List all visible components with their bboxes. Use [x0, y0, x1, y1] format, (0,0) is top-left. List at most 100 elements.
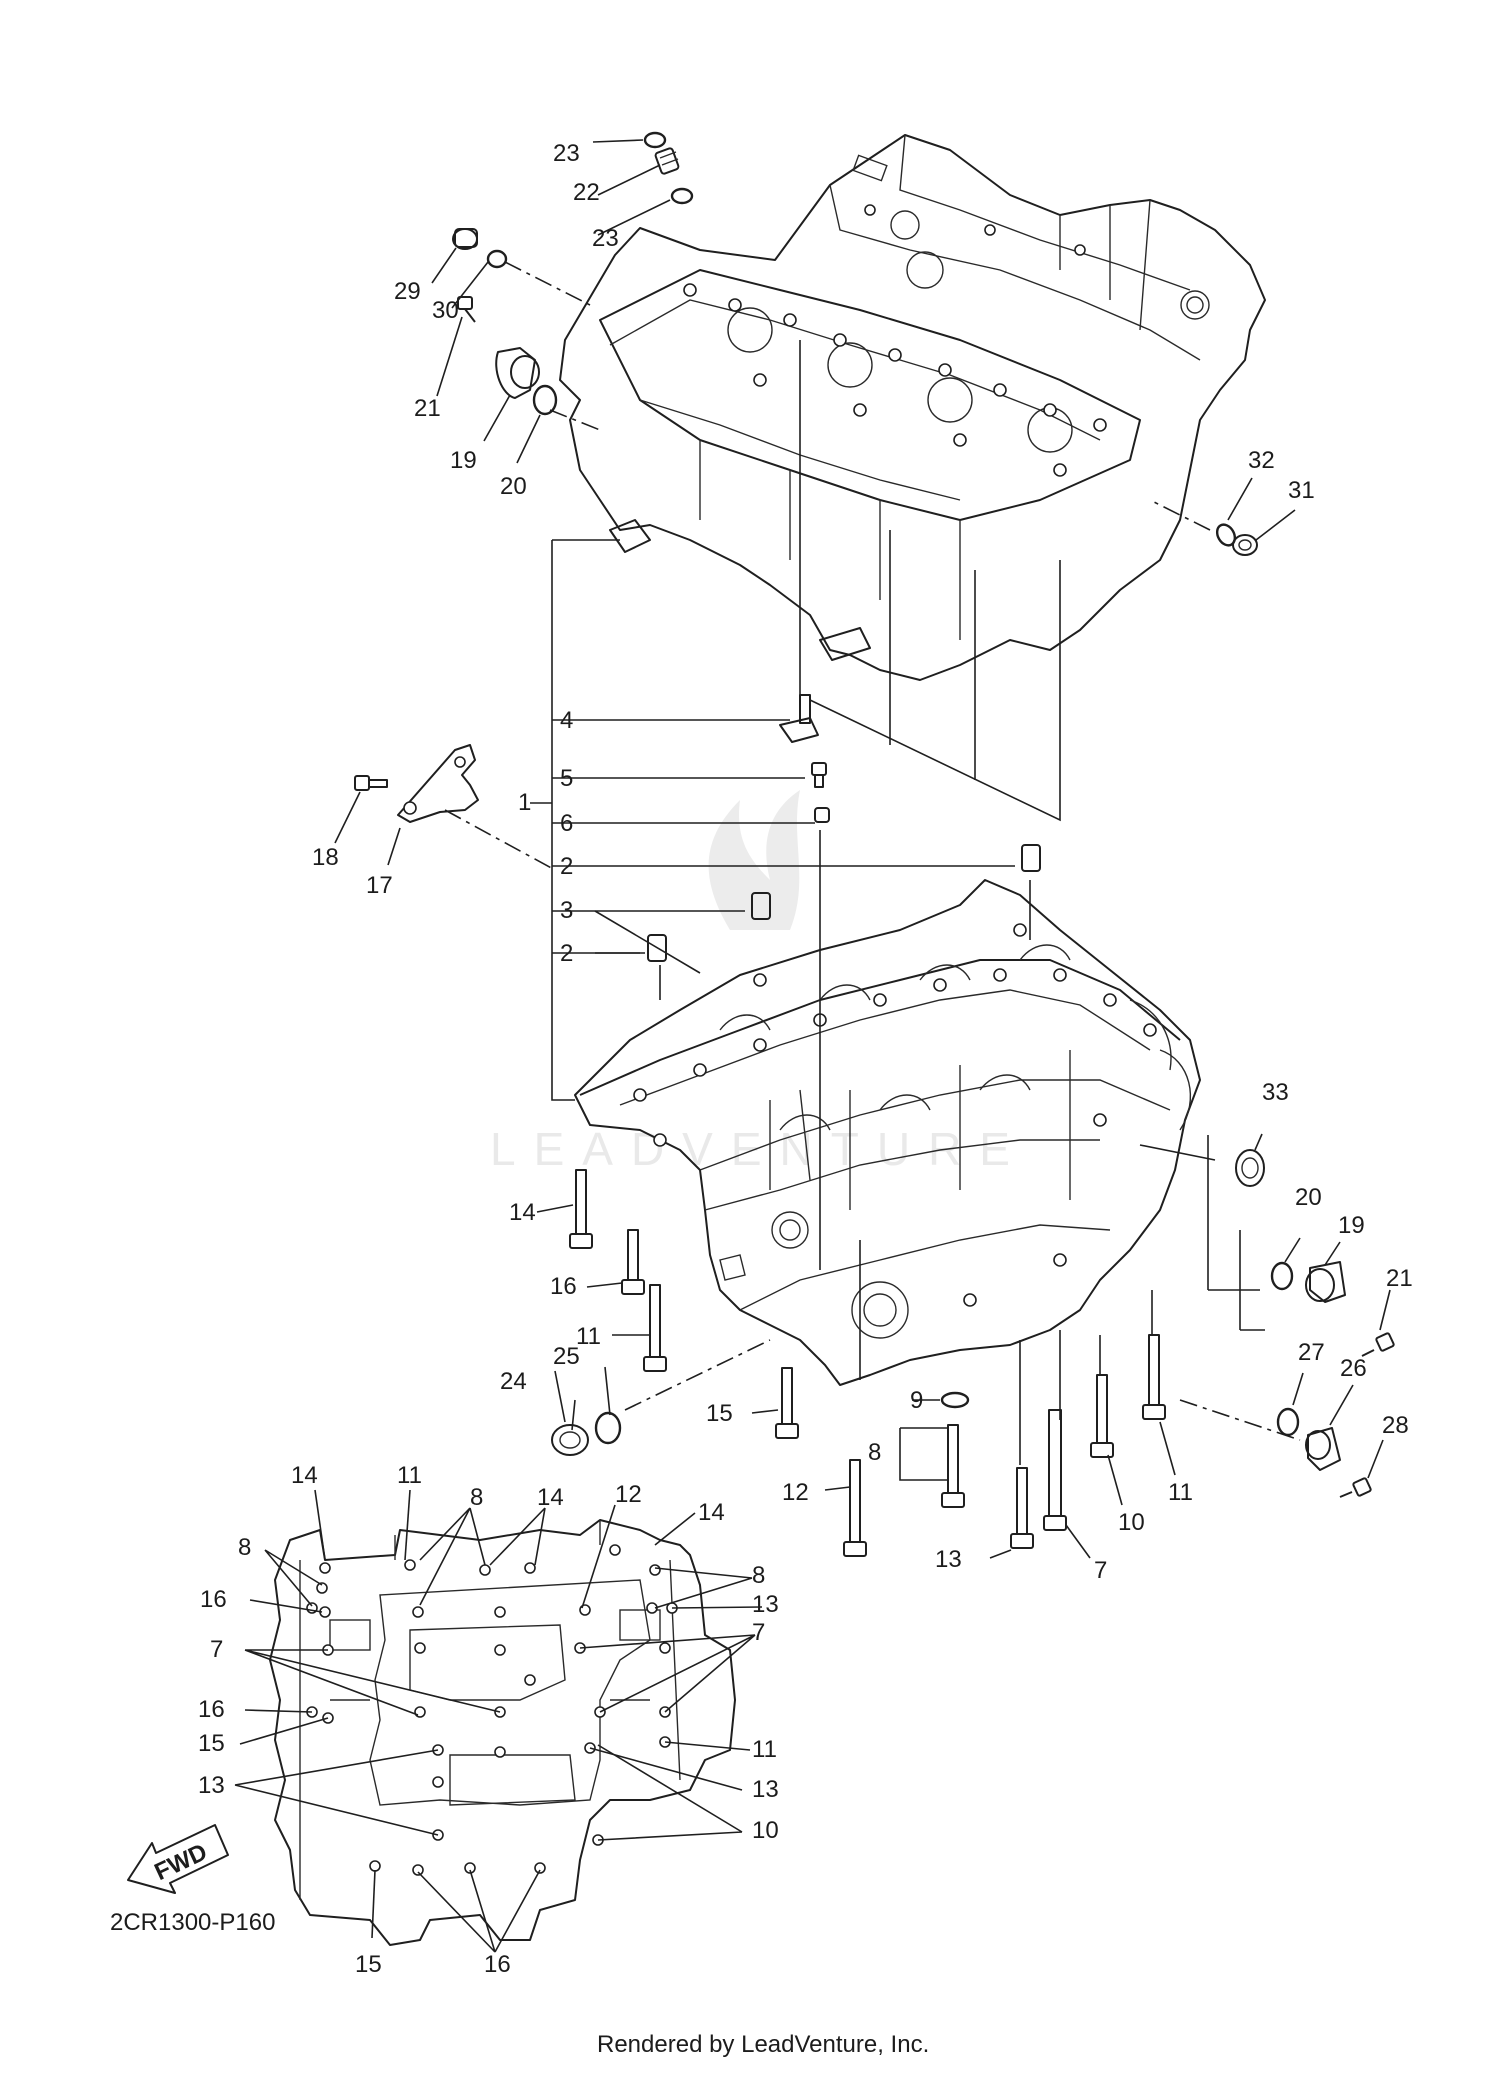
- inset-callout-10: 10: [752, 1817, 779, 1844]
- callout-2: 2: [560, 940, 573, 967]
- bolt-15: [775, 1367, 799, 1439]
- bottom-view-inset: [269, 1519, 736, 1946]
- callout-20: 20: [1295, 1184, 1322, 1211]
- fwd-label: FWD: [150, 1839, 211, 1887]
- bolt-13: [1010, 1467, 1034, 1549]
- fwd-arrow-icon: FWD: [127, 1824, 229, 1894]
- inset-callout-13: 13: [752, 1591, 779, 1618]
- callout-22: 22: [573, 179, 600, 206]
- callout-24: 24: [500, 1368, 527, 1395]
- callout-10: 10: [1118, 1509, 1145, 1536]
- callout-26: 26: [1340, 1355, 1367, 1382]
- callout-29: 29: [394, 278, 421, 305]
- callout-4: 4: [560, 707, 573, 734]
- callout-21: 21: [1386, 1265, 1413, 1292]
- callout-25: 25: [553, 1343, 580, 1370]
- bolt-5: [811, 762, 827, 788]
- callout-12: 12: [782, 1479, 809, 1506]
- jet-6: [814, 807, 830, 823]
- callouts: 23 22 23 29 30 21 19 20 32 31 4 5 1 6 2 …: [198, 140, 1413, 1978]
- upper-case-bolt-holes: [683, 204, 1107, 477]
- callout-8: 8: [868, 1439, 881, 1466]
- lower-bolts: [569, 1169, 1166, 1557]
- inset-callout-7: 7: [210, 1636, 223, 1663]
- callout-11: 11: [576, 1323, 601, 1350]
- inset-callout-14: 14: [698, 1499, 725, 1526]
- callout-3: 3: [560, 897, 573, 924]
- leader-lines: [334, 139, 1391, 1559]
- callout-32: 32: [1248, 447, 1275, 474]
- breather-4: [779, 694, 819, 743]
- o-ring-20-upper: [532, 384, 558, 416]
- callout-19: 19: [1338, 1212, 1365, 1239]
- callout-14: 14: [509, 1199, 536, 1226]
- plug-24: [551, 1424, 589, 1456]
- inset-callout-14: 14: [537, 1484, 564, 1511]
- cover-26: [1305, 1427, 1341, 1471]
- bolt-21-upper: [457, 296, 476, 323]
- callout-20: 20: [500, 473, 527, 500]
- footer-credit: Rendered by LeadVenture, Inc.: [597, 2031, 929, 2058]
- o-ring-23-top: [643, 131, 667, 149]
- bolt-21-lower: [1361, 1332, 1395, 1357]
- plug-22: [654, 147, 680, 175]
- bolt-12: [843, 1459, 867, 1557]
- watermark-logo: LEADVENTURE: [490, 790, 1028, 1175]
- o-ring-20-lower: [1270, 1261, 1294, 1291]
- plug-29: [452, 228, 478, 250]
- bracket-17: [397, 744, 479, 823]
- callout-7: 7: [1094, 1557, 1107, 1584]
- callout-9: 9: [910, 1387, 923, 1414]
- lower-case-bolt-holes: [633, 923, 1157, 1307]
- lower-crankcase: [574, 879, 1201, 1386]
- cover-19-upper: [495, 347, 540, 399]
- callout-17: 17: [366, 872, 393, 899]
- dowel-3: [751, 892, 771, 920]
- o-ring-9: [940, 1391, 970, 1409]
- callout-1: 1: [518, 789, 531, 816]
- inset-callout-16: 16: [200, 1586, 227, 1613]
- inset-leader-lines: [234, 1489, 763, 1953]
- upper-crankcase: [559, 134, 1266, 681]
- callout-15: 15: [706, 1400, 733, 1427]
- callout-21: 21: [414, 395, 441, 422]
- lower-case-parts: [551, 1149, 1395, 1498]
- seal-33: [1235, 1149, 1265, 1187]
- inset-callout-16: 16: [484, 1951, 511, 1978]
- bolt-14: [569, 1169, 593, 1249]
- inset-callout-16: 16: [198, 1696, 225, 1723]
- bolt-18: [354, 775, 388, 791]
- center-parts: [354, 694, 1041, 962]
- inset-callout-11: 11: [752, 1736, 777, 1763]
- watermark-text: LEADVENTURE: [490, 1123, 1028, 1175]
- callout-13: 13: [935, 1546, 962, 1573]
- callout-23: 23: [592, 225, 619, 252]
- bolt-11-left: [643, 1284, 667, 1372]
- inset-callout-8: 8: [238, 1534, 251, 1561]
- callout-19: 19: [450, 447, 477, 474]
- inset-callout-14: 14: [291, 1462, 318, 1489]
- inset-callout-12: 12: [615, 1481, 642, 1508]
- callout-11: 11: [1168, 1479, 1193, 1506]
- callout-27: 27: [1298, 1339, 1325, 1366]
- inset-callout-7: 7: [752, 1619, 765, 1646]
- bolt-7: [1043, 1409, 1067, 1531]
- callout-28: 28: [1382, 1412, 1409, 1439]
- callout-16: 16: [550, 1273, 577, 1300]
- callout-33: 33: [1262, 1079, 1289, 1106]
- o-ring-25: [594, 1411, 622, 1445]
- callout-18: 18: [312, 844, 339, 871]
- inset-callout-13: 13: [198, 1772, 225, 1799]
- upper-case-parts: [452, 131, 1258, 556]
- o-ring-30: [486, 249, 508, 269]
- inset-callout-15: 15: [198, 1730, 225, 1757]
- plug-31: [1232, 534, 1258, 556]
- bolt-11-right: [1142, 1334, 1166, 1420]
- inset-callout-15: 15: [355, 1951, 382, 1978]
- inset-callout-13: 13: [752, 1776, 779, 1803]
- inset-callout-8: 8: [752, 1562, 765, 1589]
- cover-19-lower: [1305, 1261, 1346, 1303]
- callout-23: 23: [553, 140, 580, 167]
- dowel-2-left: [647, 934, 667, 962]
